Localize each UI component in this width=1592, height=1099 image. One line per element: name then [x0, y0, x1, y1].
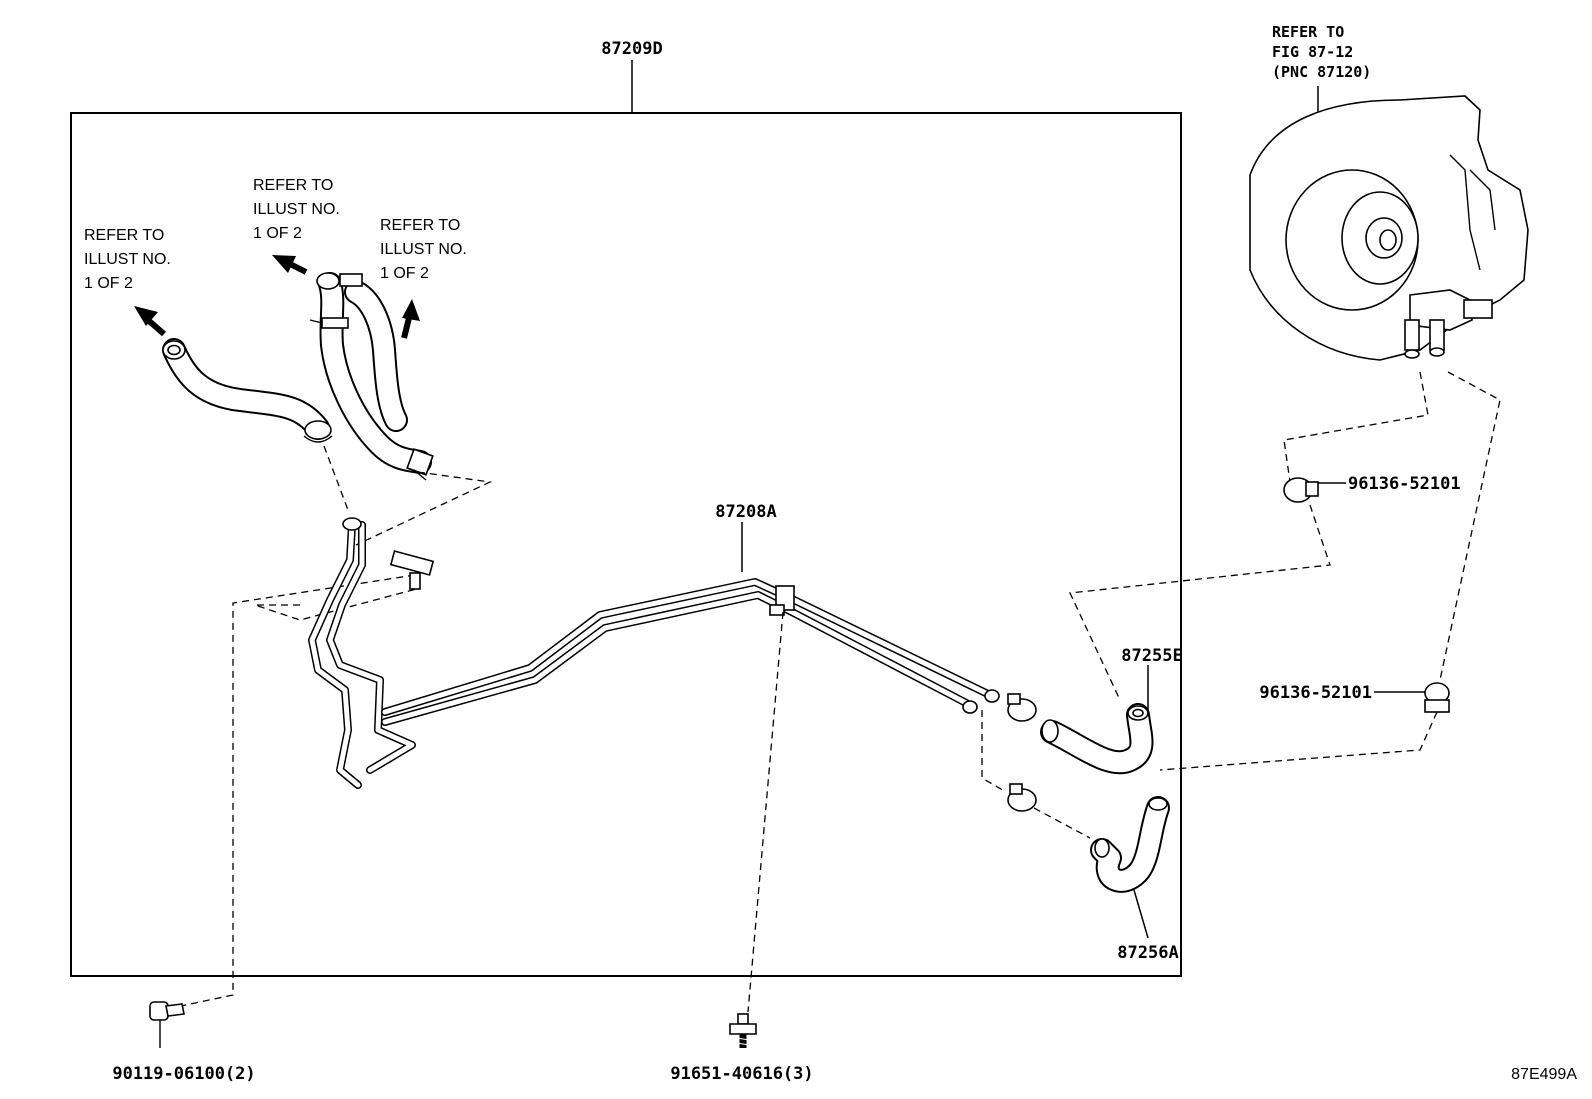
clip-upper-label: 96136-52101 [1348, 474, 1461, 494]
center-bolt-icon [729, 1013, 757, 1048]
assembly-label: 87209D [601, 39, 662, 59]
assembly-frame [70, 112, 1182, 977]
hose-lower-label: 87256A [1117, 943, 1178, 963]
hose-87256a [1090, 796, 1170, 893]
illustration-code: 87E499A [1511, 1066, 1577, 1083]
left-hose [162, 338, 333, 443]
middle-hose [309, 272, 434, 481]
connection-line-clamps [981, 710, 1091, 839]
clamp-upper-icon [1007, 693, 1037, 722]
arrow-left-icon [134, 306, 166, 337]
clip-upper-icon [1283, 477, 1319, 503]
pipe-assembly [308, 517, 1000, 789]
hose-upper-label: 87255E [1121, 646, 1182, 666]
refer-middle: REFER TO ILLUST NO. 1 OF 2 [253, 177, 344, 242]
hose-87255e [1040, 703, 1154, 775]
refer-left: REFER TO ILLUST NO. 1 OF 2 [84, 227, 175, 292]
pipe-label: 87208A [715, 502, 776, 522]
connection-lines-upper-left [175, 445, 493, 1008]
clip-lower-label: 96136-52101 [1259, 683, 1372, 703]
clip-lower-icon [1424, 682, 1450, 713]
arrow-right-icon [401, 299, 420, 339]
left-bolt-label: 90119-06100(2) [112, 1064, 255, 1084]
left-bolt-icon [149, 1001, 185, 1048]
refer-right: REFER TO ILLUST NO. 1 OF 2 [380, 217, 471, 282]
center-bolt-label: 91651-40616(3) [670, 1064, 813, 1084]
refer-heater-unit: REFER TO FIG 87-12 (PNC 87120) [1272, 23, 1371, 81]
clamp-lower-icon [1007, 783, 1037, 812]
arrow-middle-icon [272, 255, 308, 275]
connection-lines-right [1069, 371, 1501, 771]
heater-unit [1249, 86, 1529, 361]
hose-lower-leader [1133, 889, 1149, 939]
connection-line-center-bolt [747, 611, 784, 1013]
